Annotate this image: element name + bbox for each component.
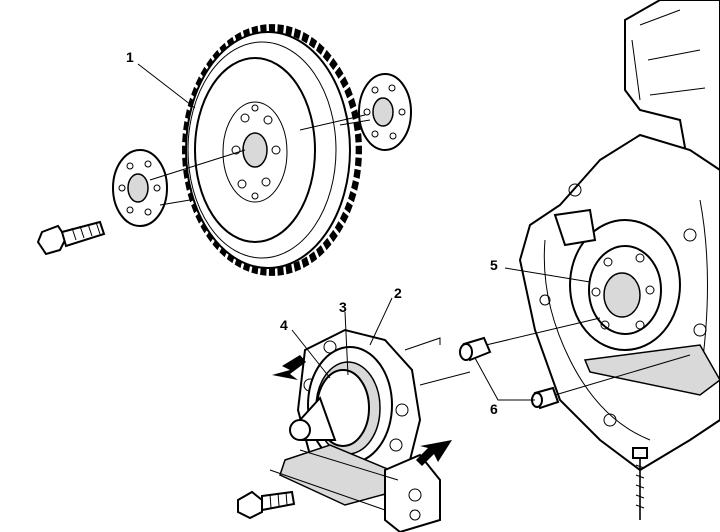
gear-tooth (348, 97, 357, 109)
dowel-pin-upper (459, 336, 492, 362)
flywheel (182, 24, 362, 276)
gear-tooth (316, 245, 325, 258)
callout-3: 3 (339, 299, 347, 315)
callout-1: 1 (126, 49, 134, 65)
callout-2: 2 (394, 285, 402, 301)
gear-tooth (322, 237, 332, 251)
gear-tooth (301, 256, 310, 269)
alignment-lines (149, 114, 691, 396)
gear-tooth (301, 31, 310, 44)
seal-housing (269, 328, 452, 532)
gear-tooth (354, 133, 362, 143)
gear-tooth (344, 201, 353, 214)
housing-bolt (237, 490, 296, 520)
gear-tooth (334, 66, 344, 79)
gear-tooth (277, 24, 284, 34)
gear-tooth (277, 266, 284, 276)
callout-4: 4 (280, 317, 288, 333)
gear-tooth (293, 260, 302, 272)
gear-tooth (293, 28, 302, 40)
rear-washer-plate (358, 73, 412, 151)
gear-tooth (354, 157, 362, 167)
gear-tooth (268, 267, 276, 276)
gear-tooth (339, 211, 349, 224)
callout-6: 6 (490, 401, 498, 417)
gear-tooth (339, 76, 349, 89)
flywheel-bolt (36, 220, 106, 256)
engine-block (518, 0, 720, 520)
gear-tooth (316, 42, 325, 55)
gear-tooth (355, 145, 362, 155)
gear-tooth (353, 168, 361, 179)
dowel-pin-lower (531, 386, 560, 410)
arrow-right-icon (416, 440, 452, 466)
gear-tooth (308, 251, 318, 264)
gear-tooth (268, 24, 276, 33)
gear-tooth (329, 229, 338, 243)
gear-tooth (344, 86, 353, 99)
gear-tooth (348, 191, 357, 203)
gear-tooth (285, 25, 293, 36)
arrow-left-icon (272, 355, 306, 380)
gear-tooth (351, 180, 359, 191)
gear-tooth (322, 49, 332, 63)
gear-tooth (353, 121, 361, 132)
gear-tooth (308, 36, 318, 49)
gear-tooth (329, 57, 338, 71)
callout-5: 5 (490, 257, 498, 273)
leader-lines (137, 63, 591, 401)
front-washer-plate (112, 149, 168, 227)
gear-tooth (334, 221, 344, 234)
gear-tooth (285, 264, 293, 275)
